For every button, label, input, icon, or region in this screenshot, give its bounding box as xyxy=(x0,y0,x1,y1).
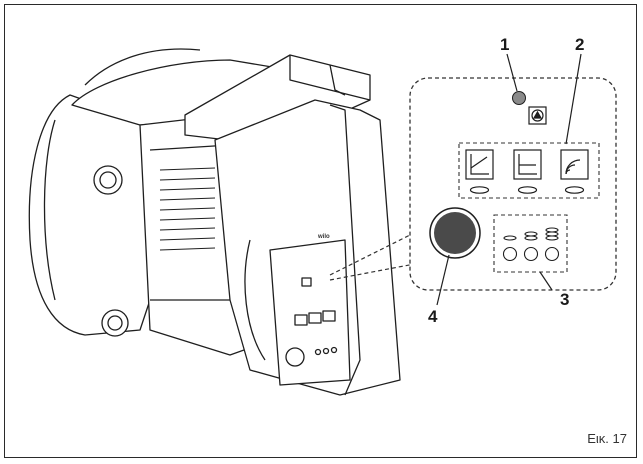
callout-1-label: 1 xyxy=(500,35,510,54)
brand-mark: wilo xyxy=(317,234,330,240)
callout-3-label: 3 xyxy=(560,290,570,309)
control-mode-group xyxy=(458,142,600,199)
constant-pressure-icon xyxy=(513,149,542,194)
leader-lines xyxy=(329,229,426,281)
speed-step-1-indicator xyxy=(502,235,518,262)
pump-housing xyxy=(28,48,401,396)
speed-indicator-group xyxy=(493,214,568,273)
status-led xyxy=(512,91,526,105)
variable-pressure-icon xyxy=(465,149,494,194)
pump-symbol-icon xyxy=(528,106,547,125)
figure-caption: Εικ. 17 xyxy=(587,431,627,446)
speed-step-2-indicator xyxy=(523,231,539,262)
callout-4-label: 4 xyxy=(428,307,438,326)
callout-lines xyxy=(436,53,582,306)
speed-step-3-indicator xyxy=(544,227,560,262)
callout-2-label: 2 xyxy=(575,35,585,54)
constant-speed-icon xyxy=(560,149,589,194)
operating-button xyxy=(429,207,481,259)
